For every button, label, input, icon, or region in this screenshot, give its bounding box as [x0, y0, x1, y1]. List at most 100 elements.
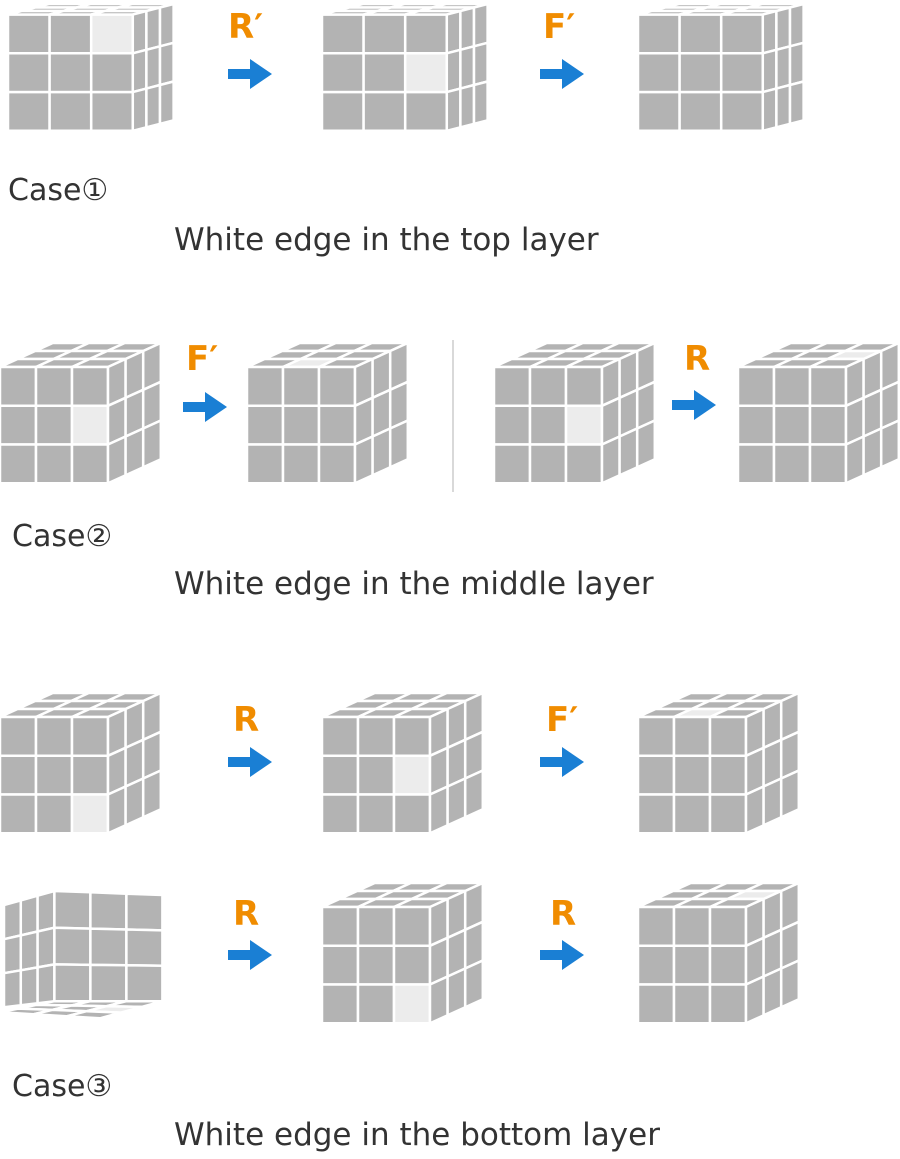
cube-front-sticker [808, 404, 848, 446]
case3-caption: White edge in the bottom layer [174, 1117, 660, 1153]
cube-front-sticker [6, 90, 51, 133]
cube-front-sticker [281, 443, 321, 485]
cube-right-sticker [459, 83, 476, 129]
cube-front-sticker [528, 404, 568, 446]
move-label-case3b-2: R [550, 894, 577, 934]
cube-right-sticker [775, 45, 792, 90]
cube-front-sticker [708, 905, 748, 948]
cube-right-sticker [472, 80, 489, 126]
cube-front-sticker [356, 754, 396, 796]
cube-front-sticker [34, 793, 74, 835]
cube-front-sticker [564, 365, 604, 408]
cube-front-sticker [320, 13, 365, 55]
cube-left-sticker [36, 963, 56, 1005]
cube-front-sticker [53, 926, 92, 967]
move-label-case2-2: R [684, 339, 711, 379]
cube-front-sticker [362, 13, 407, 55]
cube-front-sticker [6, 52, 51, 94]
cube-front-sticker [403, 90, 449, 133]
cube-front-sticker [672, 983, 712, 1025]
cube-right-sticker [472, 41, 489, 87]
cube-right-sticker [131, 48, 148, 94]
cube-front-sticker [281, 404, 321, 446]
cube-front-sticker [808, 443, 848, 485]
cube-right-sticker [131, 87, 148, 133]
cube-front-sticker [528, 443, 568, 485]
cube-front-sticker [636, 793, 676, 835]
cube-left-sticker [19, 966, 39, 1007]
cube-right-sticker [788, 2, 805, 48]
cube-front-sticker [492, 443, 532, 485]
cube-right-sticker [141, 769, 163, 819]
cube-c3-r2-2 [320, 881, 485, 1025]
cube-right-sticker [775, 83, 792, 129]
cube-front-sticker [125, 964, 164, 1003]
arrow-shape [672, 390, 716, 420]
cube-front-sticker [672, 944, 712, 986]
cube-front-sticker [492, 365, 532, 408]
cube-front-sticker [48, 13, 93, 55]
cube-right-sticker [158, 41, 175, 87]
cube-front-sticker [672, 905, 712, 948]
arrow-shape [540, 747, 584, 777]
cube-front-sticker [34, 404, 74, 446]
cube-front-sticker [636, 13, 681, 55]
cube-front-sticker [89, 963, 128, 1003]
cube-front-sticker [356, 983, 396, 1025]
cube-right-sticker [463, 959, 485, 1009]
cube-right-sticker [446, 777, 467, 827]
cube-front-sticker [34, 443, 74, 485]
cube-front-sticker [564, 443, 604, 485]
case2-divider [452, 340, 454, 492]
cube-right-sticker [445, 9, 462, 55]
cube-front-sticker [636, 905, 676, 948]
cube-right-sticker [844, 435, 865, 485]
move-label-case1-2: F′ [543, 7, 576, 47]
cube-front-sticker [708, 944, 748, 986]
cube-front-sticker [564, 404, 604, 446]
cube-front-sticker [719, 13, 765, 55]
cube-right-sticker [145, 45, 162, 90]
cube-c2-r1-3 [492, 341, 657, 485]
cube-front-sticker [636, 754, 676, 796]
cube-left-sticker [36, 926, 56, 969]
arrow-shape [540, 59, 584, 89]
arrow-icon [540, 940, 584, 970]
cube-right-sticker [879, 419, 900, 469]
cube-c2-r1-2 [245, 341, 410, 485]
cube-front-sticker [719, 90, 765, 133]
cube-left-sticker [19, 894, 39, 937]
cube-front-sticker [70, 754, 110, 796]
cube-front-sticker [362, 90, 407, 133]
cube-right-sticker [472, 2, 489, 48]
arrow-shape [228, 59, 272, 89]
case3-label: Case③ [12, 1069, 113, 1104]
cube-front-sticker [320, 754, 360, 796]
cube-front-sticker [317, 443, 357, 485]
cube-right-sticker [371, 427, 392, 477]
cube-front-sticker [89, 891, 128, 931]
cube-front-sticker [70, 715, 110, 758]
cube-left-sticker [19, 930, 39, 972]
arrow-shape [228, 940, 272, 970]
cube-front-sticker [53, 889, 92, 930]
cube-c3-r2-1 [0, 889, 164, 1020]
cube-front-sticker [34, 715, 74, 758]
cube-front-sticker [70, 365, 110, 408]
cube-front-sticker [392, 983, 432, 1025]
arrow-shape [183, 392, 227, 422]
cube-right-sticker [141, 419, 163, 469]
cube-front-sticker [89, 13, 135, 55]
cube-right-sticker [761, 48, 778, 94]
cube-right-sticker [862, 427, 883, 477]
cube-right-sticker [459, 6, 476, 52]
cube-front-sticker [708, 715, 748, 758]
cube-front-sticker [70, 404, 110, 446]
cube-right-sticker [775, 6, 792, 52]
cube-front-sticker [245, 365, 285, 408]
cube-right-sticker [106, 435, 127, 485]
cube-c3-r1-2 [320, 691, 485, 835]
cube-front-sticker [34, 365, 74, 408]
cube-front-sticker [356, 793, 396, 835]
